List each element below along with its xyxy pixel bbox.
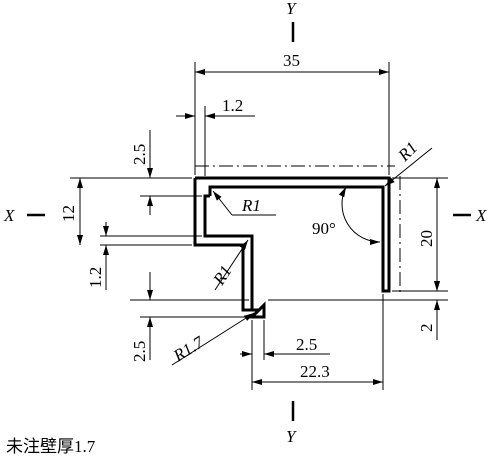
dim-text-12: 12 xyxy=(59,205,78,222)
radius-r1-7: R1.7 xyxy=(169,332,208,366)
radius-r1-top-right: R1 xyxy=(394,138,421,165)
dim-text-1-2: 1.2 xyxy=(222,96,243,115)
dim-text-22-3: 22.3 xyxy=(300,362,330,381)
x-axis-label-right: X xyxy=(475,206,487,225)
y-axis-label-top: Y xyxy=(286,0,297,18)
wall-thickness-note: 未注壁厚1.7 xyxy=(6,437,96,456)
leader-r1-inner xyxy=(212,190,233,216)
profile-foot xyxy=(248,301,266,319)
dim-text-20: 20 xyxy=(417,230,436,247)
dim-text-2-5-h: 2.5 xyxy=(296,335,317,354)
leader-r1-7 xyxy=(171,312,255,366)
angle-arc-90 xyxy=(338,186,381,245)
leader-r1-top-right xyxy=(384,147,433,187)
dim-text-2-5-bottom: 2.5 xyxy=(130,341,149,362)
dim-text-2: 2 xyxy=(417,324,436,333)
profile-outline xyxy=(193,176,391,312)
y-axis-label-bottom: Y xyxy=(286,427,297,446)
dim-text-1-2-lip: 1.2 xyxy=(86,267,105,288)
radius-r1-step: R1 xyxy=(209,262,236,289)
radius-r1-inner: R1 xyxy=(241,196,261,215)
dim-text-2-5-top: 2.5 xyxy=(130,144,149,165)
x-axis-label-left: X xyxy=(3,206,15,225)
dim-text-35: 35 xyxy=(283,51,300,70)
angle-text-90: 90° xyxy=(312,219,336,238)
leader-r1-step xyxy=(214,239,249,291)
